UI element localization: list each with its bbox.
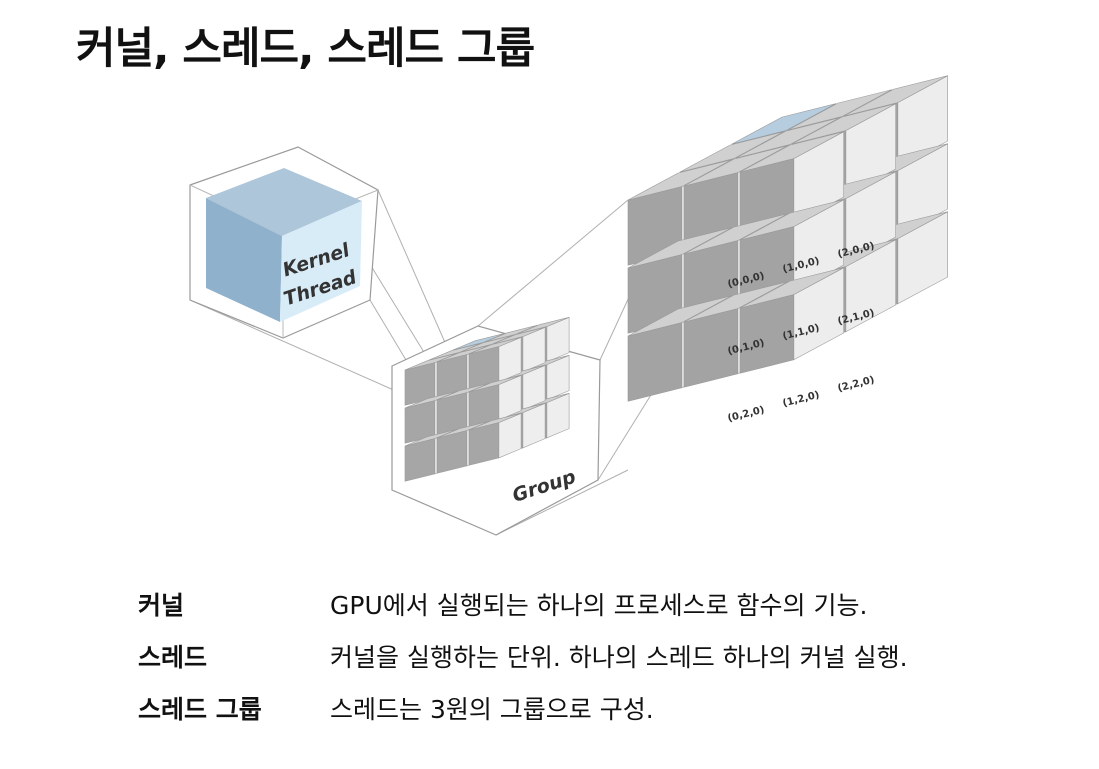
zoom-guide-line	[189, 299, 406, 396]
unit-cube-top-face	[739, 267, 844, 309]
desc-thread-group: 스레드는 3원의 그룹으로 구성.	[330, 695, 654, 724]
term-thread: 스레드	[138, 643, 208, 672]
unit-cube-top-face	[683, 281, 788, 323]
kernel-thread-group-diagram: (0,0,0)(1,0,0)(2,0,0)(0,1,0)(1,1,0)(2,1,…	[189, 75, 949, 536]
term-thread-group: 스레드 그룹	[138, 695, 262, 724]
unit-cube-top-face	[739, 131, 844, 173]
unit-cube-top-face	[787, 89, 892, 131]
thread-id-label: (2,2,0)	[837, 375, 876, 395]
definition-row-thread-group: 스레드 그룹 스레드는 3원의 그룹으로 구성.	[138, 690, 1058, 742]
unit-cube-top-face	[627, 295, 732, 337]
unit-cube-top-face	[468, 375, 522, 393]
kernel-cube-front	[206, 198, 282, 322]
unit-cube-top-face	[627, 227, 732, 269]
definition-row-kernel: 커널 GPU에서 실행되는 하나의 프로세스로 함수의 기능.	[138, 586, 1058, 638]
unit-cube-top-face	[679, 131, 784, 173]
unit-cube-top-face	[468, 413, 522, 431]
unit-cube-top-face	[731, 103, 836, 145]
unit-cube-top-face	[735, 117, 840, 159]
zoom-guide-line	[477, 199, 629, 327]
thread-id-label: (0,2,0)	[727, 405, 766, 425]
unit-cube-top-face	[468, 337, 522, 355]
thread-group-cube	[391, 316, 601, 536]
definition-row-thread: 스레드 커널을 실행하는 단위. 하나의 스레드 하나의 커널 실행.	[138, 638, 1058, 690]
zoom-guide-line	[495, 469, 629, 536]
unit-cube-top-face	[791, 103, 896, 145]
term-kernel: 커널	[138, 591, 185, 620]
kernel-cube-side	[280, 201, 362, 322]
definition-list: 커널 GPU에서 실행되는 하나의 프로세스로 함수의 기능. 스레드 커널을 …	[138, 586, 1058, 742]
unit-cube-top-face	[683, 213, 788, 255]
expanded-group-cube: (0,0,0)(1,0,0)(2,0,0)(0,1,0)(1,1,0)(2,1,…	[627, 75, 949, 425]
kernel-cube-top	[206, 168, 362, 236]
unit-cube-top-face	[627, 159, 732, 201]
unit-cube-top-face	[683, 145, 788, 187]
page-title: 커널, 스레드, 스레드 그룹	[76, 24, 535, 74]
desc-thread: 커널을 실행하는 단위. 하나의 스레드 하나의 커널 실행.	[330, 643, 908, 672]
desc-kernel: GPU에서 실행되는 하나의 프로세스로 함수의 기능.	[330, 591, 868, 620]
unit-cube-front-face	[627, 322, 683, 402]
kernel-thread-box	[189, 146, 379, 339]
thread-id-label: (1,2,0)	[782, 390, 821, 410]
unit-cube-top-face	[843, 75, 948, 117]
unit-cube-top-face	[739, 199, 844, 241]
